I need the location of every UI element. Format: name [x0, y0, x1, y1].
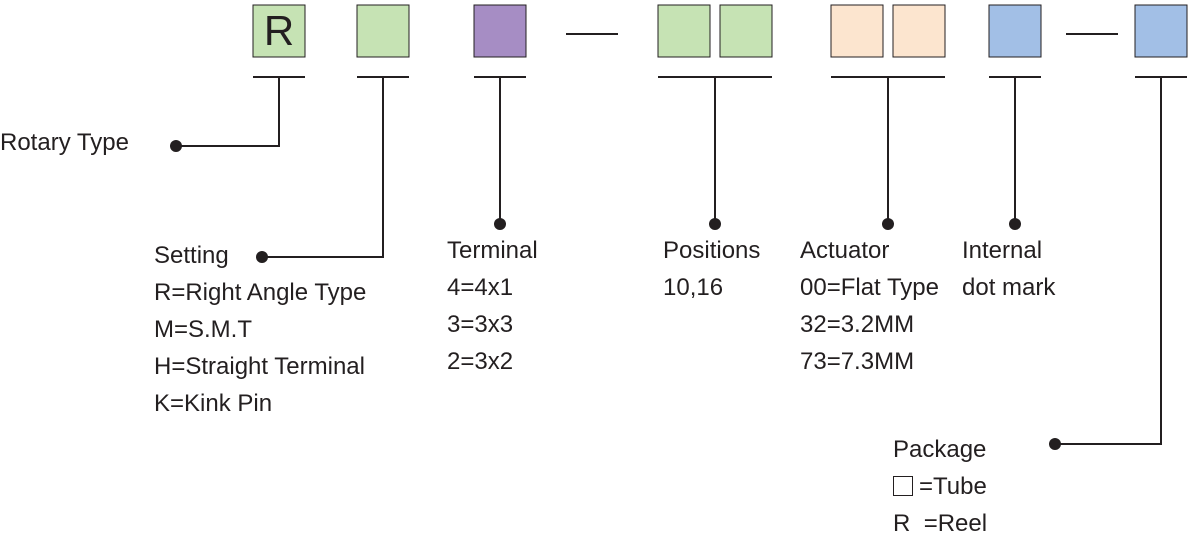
- code-box-actuator-1: [830, 4, 884, 58]
- code-box-setting: [356, 4, 410, 58]
- code-box-actuator-2: [892, 4, 946, 58]
- setting-option: K=Kink Pin: [154, 390, 273, 417]
- leader-package: [1055, 77, 1162, 445]
- setting-option: M=S.M.T: [154, 316, 253, 343]
- actuator-option: 00=Flat Type: [800, 274, 939, 301]
- internal-title: Internal: [962, 237, 1043, 264]
- dot-terminal: [494, 218, 506, 230]
- terminal-option: 4=4x1: [447, 274, 514, 301]
- code-box-terminal: [473, 4, 527, 58]
- terminal-option: 3=3x3: [447, 311, 514, 338]
- package-tube-label: =Tube: [919, 473, 987, 500]
- code-box-rotary: [252, 4, 306, 58]
- rotary-type-title: Rotary Type: [0, 129, 129, 156]
- positions-option: 10,16: [663, 274, 724, 301]
- label-rotary-type: Rotary Type: [0, 124, 129, 161]
- label-internal: Internal dot mark: [962, 232, 1055, 306]
- label-terminal: Terminal 4=4x1 3=3x3 2=3x2: [447, 232, 538, 380]
- leader-setting: [262, 77, 384, 258]
- dot-internal: [1009, 218, 1021, 230]
- label-setting: Setting R=Right Angle Type M=S.M.T H=Str…: [154, 237, 366, 422]
- actuator-option: 32=3.2MM: [800, 311, 915, 338]
- package-reel-label: =Reel: [923, 510, 988, 537]
- package-option-tube: =Tube: [893, 468, 987, 505]
- positions-title: Positions: [663, 237, 761, 264]
- code-box-internal: [988, 4, 1042, 58]
- setting-option: R=Right Angle Type: [154, 279, 367, 306]
- dot-rotary: [170, 140, 182, 152]
- terminal-title: Terminal: [447, 237, 538, 264]
- code-box-positions-2: [719, 4, 773, 58]
- dot-actuator: [882, 218, 894, 230]
- package-option-reel: R =Reel: [893, 505, 987, 542]
- actuator-option: 73=7.3MM: [800, 348, 915, 375]
- code-box-package: [1134, 4, 1188, 58]
- code-box-rotary-letter: R: [263, 7, 295, 54]
- setting-title: Setting: [154, 242, 229, 269]
- leader-rotary: [176, 77, 280, 147]
- label-actuator: Actuator 00=Flat Type 32=3.2MM 73=7.3MM: [800, 232, 939, 380]
- empty-box-icon: [893, 476, 913, 496]
- internal-option: dot mark: [962, 274, 1056, 301]
- code-box-positions-1: [657, 4, 711, 58]
- dot-setting: [256, 251, 268, 263]
- setting-option: H=Straight Terminal: [154, 353, 365, 380]
- package-reel-letter: R: [893, 510, 911, 537]
- dot-package: [1049, 438, 1061, 450]
- actuator-title: Actuator: [800, 237, 890, 264]
- label-positions: Positions 10,16: [663, 232, 760, 306]
- label-package: Package =Tube R =Reel: [893, 431, 987, 542]
- dot-positions: [709, 218, 721, 230]
- terminal-option: 2=3x2: [447, 348, 514, 375]
- package-title: Package: [893, 436, 987, 463]
